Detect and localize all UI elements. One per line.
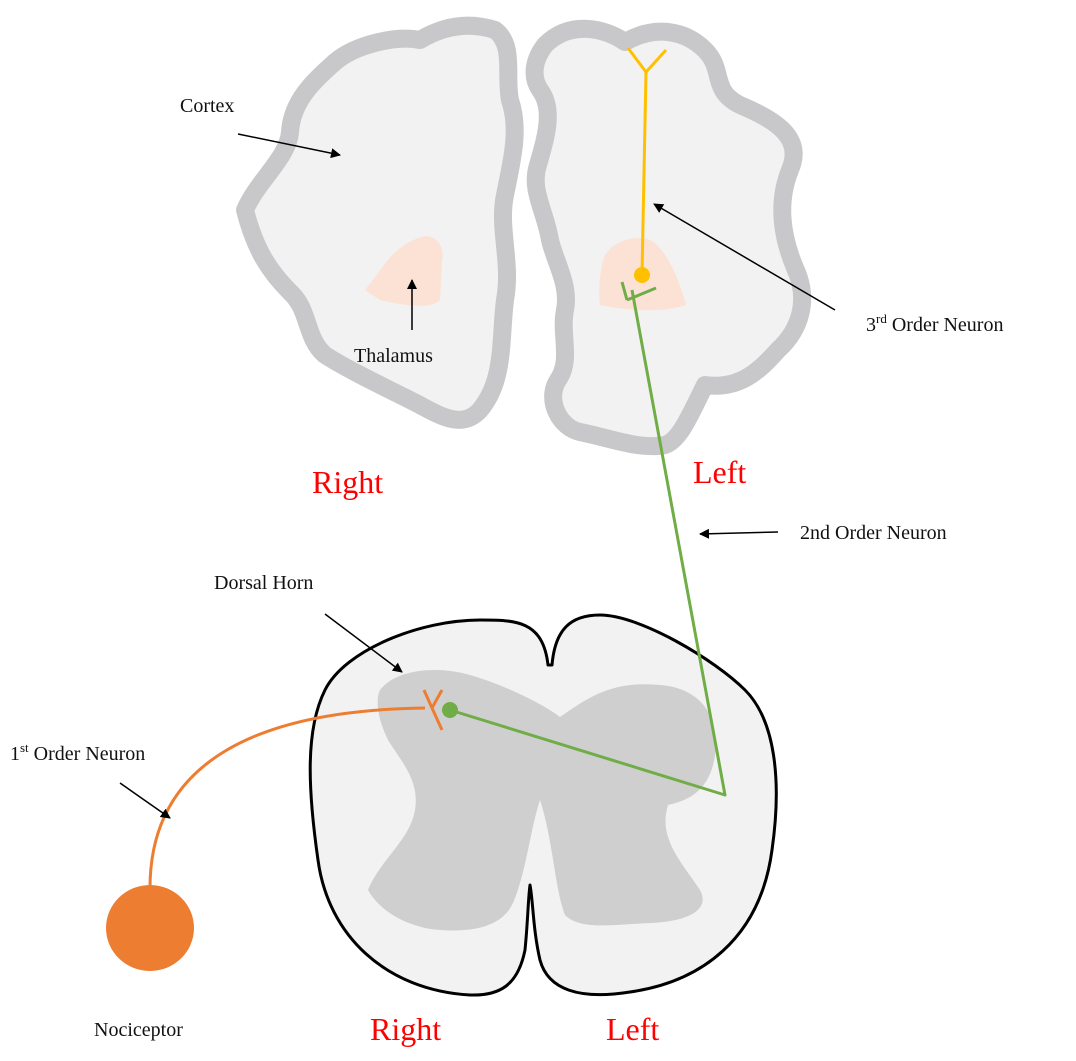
first-order-label-text: Order Neuron <box>29 743 146 765</box>
third-order-label-superscript: rd <box>876 311 887 326</box>
second-order-label: 2nd Order Neuron <box>800 522 947 544</box>
third-order-label-number: 3 <box>866 314 876 336</box>
thalamus-label: Thalamus <box>354 345 433 367</box>
third-order-cell-body <box>634 267 650 283</box>
first-order-arrow <box>120 783 170 818</box>
cord-right-label: Right <box>370 1011 441 1047</box>
nociceptor-body <box>106 885 194 971</box>
first-order-label: 1st Order Neuron <box>10 740 145 765</box>
third-order-label: 3rd Order Neuron <box>866 311 1003 336</box>
cord-left-label: Left <box>606 1011 659 1047</box>
third-order-label-text: Order Neuron <box>887 314 1004 336</box>
left-hemisphere-cortex <box>535 29 803 446</box>
spinal-cord <box>310 615 776 995</box>
dorsal-horn-label: Dorsal Horn <box>214 572 313 594</box>
second-order-cell-body <box>442 702 458 718</box>
brain-right-label: Right <box>312 464 383 500</box>
second-order-arrow <box>700 532 778 534</box>
brain-left-label: Left <box>693 454 746 490</box>
left-hemisphere <box>535 29 803 446</box>
first-order-label-number: 1 <box>10 743 20 765</box>
cortex-label: Cortex <box>180 95 234 117</box>
nociceptor-label: Nociceptor <box>94 1019 183 1041</box>
